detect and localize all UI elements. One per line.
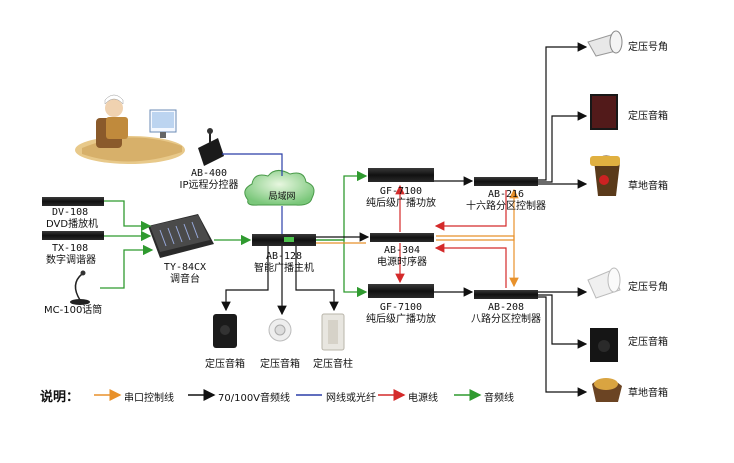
zone-speaker-label: 定压号角 [628, 42, 668, 53]
gf7100-top-name-label: 纯后级广播功放 [366, 198, 436, 209]
ab128-model-label: AB-128 [265, 251, 303, 262]
lawn-speaker-icon [590, 155, 620, 196]
ceiling-speaker-icon [268, 318, 292, 342]
ab128-device-icon [252, 234, 316, 246]
network-cloud [244, 170, 315, 206]
ab400-model-label: AB-400 [190, 168, 228, 179]
local-speaker-label: 定压音柱 [313, 359, 353, 370]
gf7100-bottom-device-icon [368, 284, 434, 298]
audio-line [100, 244, 154, 289]
ab400-controller-illustration [198, 128, 224, 166]
speaker-lines-bottom [538, 287, 588, 397]
local-speaker-label: 定压音箱 [205, 359, 245, 370]
dv108-name-label: DVD播放机 [46, 219, 99, 230]
speaker-box-icon [213, 314, 237, 348]
legend-network-label: 网线或光纤 [326, 393, 376, 404]
ab304-name-label: 电源时序器 [377, 257, 427, 268]
dv108-device-icon [42, 197, 104, 206]
legend-serial-label: 串口控制线 [124, 393, 174, 404]
mixer-device-icon [148, 214, 214, 258]
gf7100-bottom-model-label: GF-7100 [379, 302, 423, 313]
network-line [222, 153, 283, 176]
box-speaker-icon [590, 328, 618, 362]
mc100-label: MC-100话筒 [44, 305, 103, 316]
zone-speaker-label: 定压号角 [628, 282, 668, 293]
zone-speaker-label: 草地音箱 [628, 181, 668, 192]
tx108-device-icon [42, 231, 104, 240]
ab304-device-icon [370, 233, 434, 242]
audio-line [316, 239, 368, 298]
legend-power-label: 电源线 [408, 393, 438, 404]
audio-line [104, 200, 152, 232]
zone-speaker-label: 草地音箱 [628, 388, 668, 399]
ab400-name-label: IP远程分控器 [179, 180, 239, 191]
tx108-model-label: TX-108 [52, 243, 89, 254]
ab208-device-icon [474, 290, 538, 299]
serial-control-line [436, 235, 519, 288]
horn-speaker-icon [587, 267, 621, 299]
gf7100-top-device-icon [368, 168, 434, 182]
ab216-device-icon [474, 177, 538, 186]
horn-speaker-icon [587, 30, 623, 57]
operator-workstation-illustration [75, 94, 185, 164]
ab128-name-label: 智能广播主机 [254, 263, 314, 274]
box-speaker-icon [590, 94, 618, 130]
ab304-model-label: AB-304 [383, 245, 421, 256]
ty84cx-model-label: TY-84CX [163, 262, 207, 273]
lawn-speaker-icon [592, 378, 622, 402]
speaker-lines-top [538, 42, 588, 189]
ab208-model-label: AB-208 [487, 302, 525, 313]
legend-speaker-label: 70/100V音频线 [218, 393, 291, 404]
local-speaker-label: 定压音箱 [260, 359, 300, 370]
power-line [434, 243, 507, 288]
power-line [434, 190, 507, 231]
zone-speaker-label: 定压音箱 [628, 111, 668, 122]
ty84cx-name-label: 调音台 [170, 274, 200, 285]
microphone-icon [70, 270, 90, 305]
ab216-name-label: 十六路分区控制器 [466, 201, 546, 212]
legend-audio-label: 音频线 [484, 393, 514, 404]
ab208-name-label: 八路分区控制器 [471, 314, 541, 325]
zone-speaker-label: 定压音箱 [628, 337, 668, 348]
local-speaker-lines [221, 246, 339, 316]
legend-title: 说明： [40, 390, 80, 405]
tx108-name-label: 数字调谐器 [46, 255, 96, 266]
gf7100-bottom-name-label: 纯后级广播功放 [366, 314, 436, 325]
network-label: 局域网 [268, 192, 296, 202]
dv108-model-label: DV-108 [52, 207, 89, 218]
ab216-model-label: AB-216 [487, 189, 525, 200]
column-speaker-icon [321, 313, 345, 351]
gf7100-top-model-label: GF-7100 [379, 186, 423, 197]
